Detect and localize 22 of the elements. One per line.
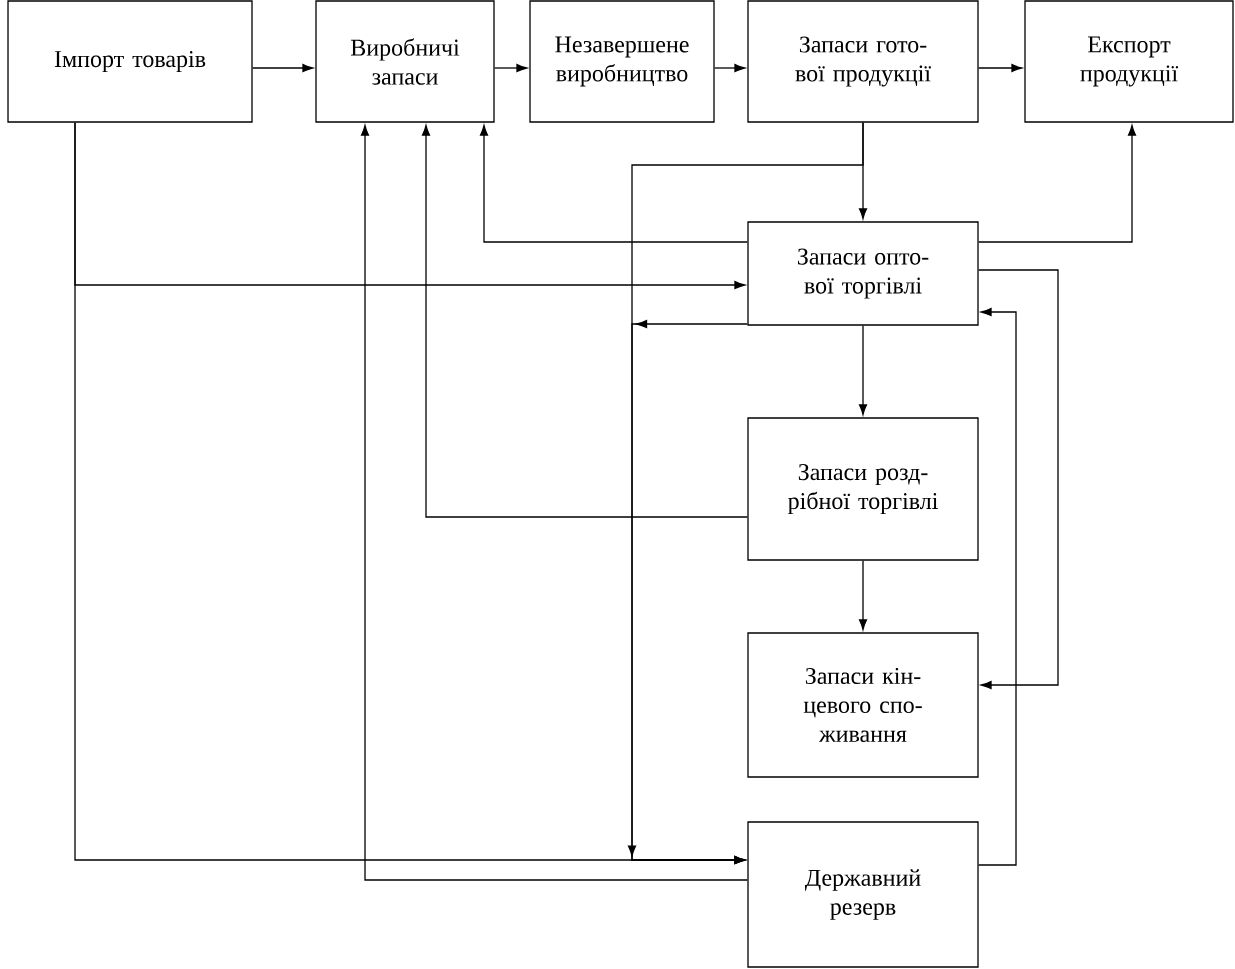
process-box: Незавершене виробництво [529, 0, 715, 123]
process-box: Експорт продукції [1024, 0, 1234, 123]
arrow [421, 124, 748, 518]
arrow [858, 560, 868, 631]
process-box: Запаси опто- вої торгівлі [747, 221, 979, 326]
arrow [978, 124, 1137, 243]
process-box: Запаси розд- рібної торгівлі [747, 417, 979, 561]
arrow [714, 63, 746, 73]
arrow [978, 63, 1023, 73]
process-box: Запаси гото- вої продукції [747, 0, 979, 123]
process-box: Імпорт товарів [7, 0, 253, 123]
process-box: Виробничі запаси [315, 0, 495, 123]
arrow [479, 124, 748, 243]
process-box: Запаси кін- цевого спо- живання [747, 632, 979, 778]
arrow [360, 124, 748, 881]
arrow [978, 269, 1059, 690]
arrow [978, 307, 1017, 866]
arrow [494, 63, 528, 73]
arrow [858, 325, 868, 416]
arrow [631, 319, 748, 865]
process-box: Державний резерв [747, 821, 979, 968]
arrow [252, 63, 314, 73]
